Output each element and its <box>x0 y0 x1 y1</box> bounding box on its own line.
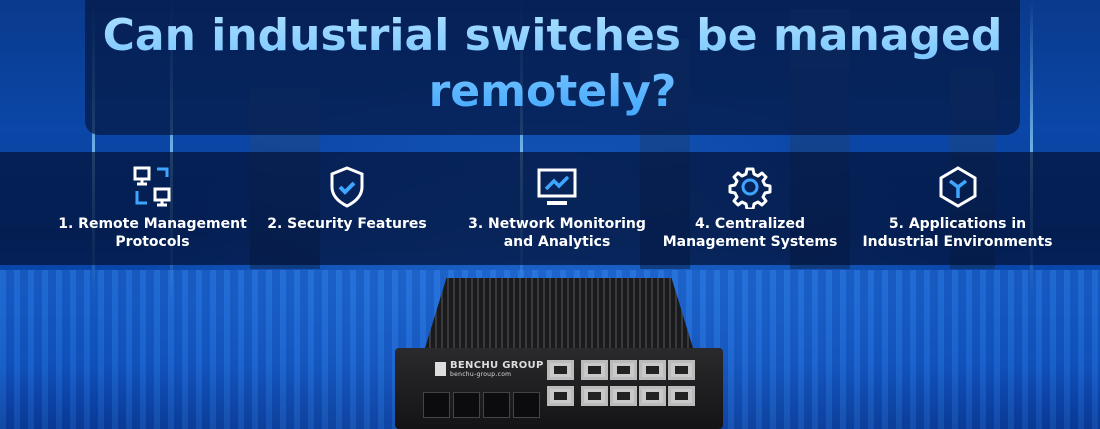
sfp-port <box>423 392 450 418</box>
monitor-chart-icon <box>537 168 577 205</box>
switch-front-panel: BENCHU GROUP benchu-group.com <box>395 348 723 429</box>
sfp-port <box>453 392 480 418</box>
brand-name: BENCHU GROUP <box>450 360 544 371</box>
light-beam <box>92 0 95 300</box>
feature-security: 2. Security Features <box>262 165 432 233</box>
computers-transfer-icon <box>133 166 170 207</box>
feature-label: Management Systems <box>662 234 838 250</box>
feature-label: Protocols <box>115 234 190 250</box>
feature-label: Industrial Environments <box>862 234 1053 250</box>
ethernet-port <box>610 360 637 380</box>
title-panel <box>85 0 1020 135</box>
ethernet-port <box>668 360 695 380</box>
ethernet-port <box>547 386 574 406</box>
ethernet-port <box>581 386 608 406</box>
light-beam <box>170 0 173 300</box>
brand-website: benchu-group.com <box>450 371 512 378</box>
ethernet-port <box>639 386 666 406</box>
feature-monitoring: 3. Network Monitoring and Analytics <box>452 165 662 251</box>
page-title: Can industrial switches be managed remot… <box>85 8 1020 120</box>
industrial-switch-image: BENCHU GROUP benchu-group.com <box>395 278 723 429</box>
feature-label: 1. Remote Management <box>58 216 247 232</box>
heatsink-fins <box>425 278 693 348</box>
hexagon-cube-icon <box>939 166 976 208</box>
brand-text: BENCHU GROUP benchu-group.com <box>450 360 544 378</box>
light-beam <box>520 0 523 300</box>
ethernet-port <box>581 360 608 380</box>
ethernet-port <box>639 360 666 380</box>
light-beam <box>1030 0 1033 300</box>
feature-label: 5. Applications in <box>888 216 1027 232</box>
shield-check-icon <box>330 166 364 208</box>
feature-label: 4. Centralized <box>695 216 805 232</box>
feature-remote-management: 1. Remote Management Protocols <box>40 165 265 251</box>
feature-label: 2. Security Features <box>267 216 427 232</box>
feature-label: and Analytics <box>503 234 611 250</box>
ethernet-port <box>547 360 574 380</box>
gear-icon <box>728 167 772 209</box>
sfp-port <box>483 392 510 418</box>
feature-centralized: 4. Centralized Management Systems <box>655 165 845 251</box>
ethernet-port <box>668 386 695 406</box>
feature-label: 3. Network Monitoring <box>468 216 646 232</box>
feature-applications: 5. Applications in Industrial Environmen… <box>850 165 1065 251</box>
brand-logo <box>435 362 446 376</box>
ethernet-port <box>610 386 637 406</box>
sfp-port <box>513 392 540 418</box>
